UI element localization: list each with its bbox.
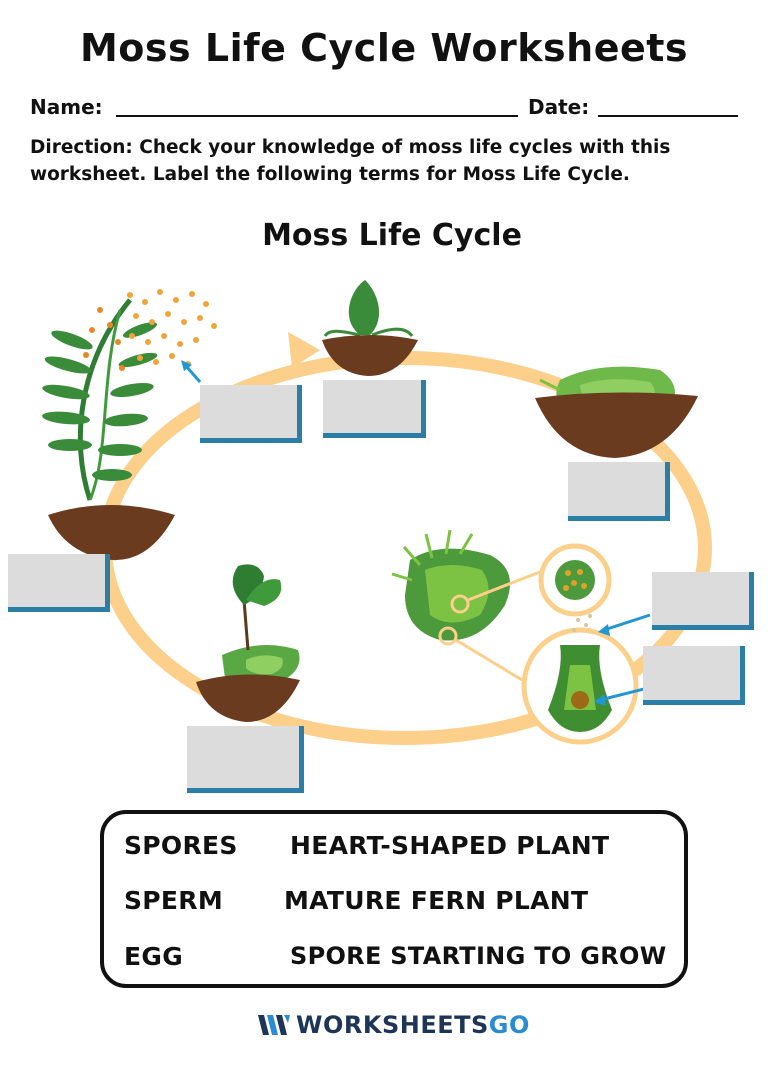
brand-part2: GO xyxy=(488,1011,530,1039)
brand-part1: WORKSHEETS xyxy=(296,1011,489,1039)
young-plant-illustration xyxy=(196,564,300,722)
name-field[interactable] xyxy=(116,115,518,117)
name-label: Name: xyxy=(30,95,103,119)
cycle-arrow-icon xyxy=(288,332,320,368)
term-spore-starting-to-grow: SPORE STARTING TO GROW xyxy=(290,942,667,970)
term-sperm: SPERM xyxy=(124,886,224,915)
label-box-heart-plant-stage[interactable] xyxy=(568,462,670,521)
label-box-mature-plant-stage[interactable] xyxy=(8,554,110,612)
page-title: Moss Life Cycle Worksheets xyxy=(79,26,689,70)
w-logo-icon xyxy=(258,1015,290,1035)
label-box-sprout-stage[interactable] xyxy=(323,380,426,438)
term-heart-shaped-plant: HEART-SHAPED PLANT xyxy=(290,831,610,860)
sprout-illustration xyxy=(322,280,418,376)
term-mature-fern-plant: MATURE FERN PLANT xyxy=(284,886,589,915)
term-egg: EGG xyxy=(124,942,184,971)
label-box-sperm-stage[interactable] xyxy=(652,572,754,630)
label-box-spores-stage[interactable] xyxy=(200,385,302,443)
soil-mound xyxy=(48,505,175,561)
label-box-egg-stage[interactable] xyxy=(643,646,745,705)
label-box-young-plant-stage[interactable] xyxy=(187,726,304,793)
moss-life-cycle-diagram xyxy=(42,280,712,745)
brand-name: WORKSHEETSGO xyxy=(296,1011,530,1039)
directions-text: Direction: Check your knowledge of moss … xyxy=(30,137,671,185)
spores-illustration xyxy=(127,289,217,367)
brand-logo: WORKSHEETSGO xyxy=(258,1010,530,1040)
date-field[interactable] xyxy=(598,115,738,117)
word-bank xyxy=(100,810,688,988)
reproductive-structures-illustration xyxy=(391,529,651,745)
date-label: Date: xyxy=(528,95,590,119)
term-spores: SPORES xyxy=(124,831,238,860)
heart-plant-illustration xyxy=(535,366,698,458)
mature-plant-illustration xyxy=(42,298,175,561)
diagram-title: Moss Life Cycle xyxy=(262,218,522,253)
